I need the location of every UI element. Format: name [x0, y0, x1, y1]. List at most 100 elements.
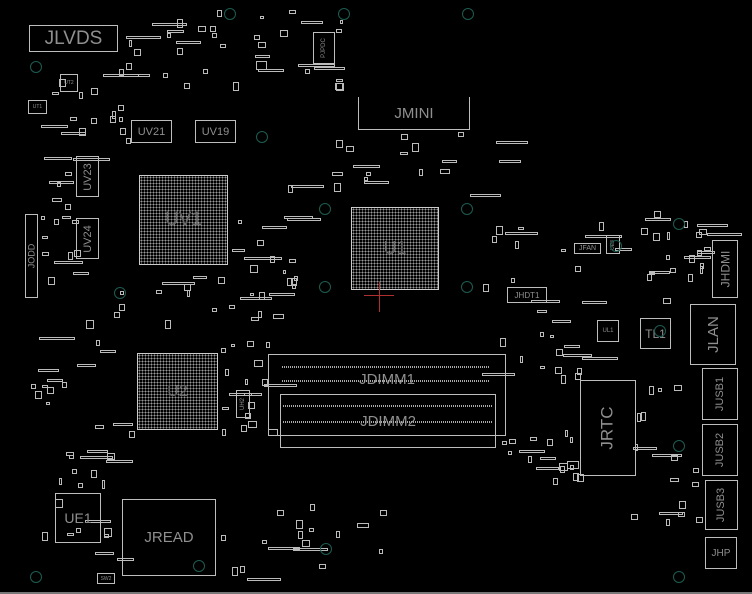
smd-pad — [41, 215, 46, 220]
smd-pad — [155, 289, 163, 294]
component-u1[interactable]: U1 — [351, 207, 439, 290]
smd-pad — [91, 117, 97, 124]
component-ue1[interactable]: UE1 — [55, 493, 101, 543]
component-jusb3[interactable]: JUSB3 — [705, 480, 738, 530]
smd-pad — [314, 67, 346, 71]
component-jhp[interactable]: JHP — [705, 537, 737, 569]
smd-pad — [439, 168, 451, 174]
smd-pad — [119, 127, 126, 135]
smd-pad — [245, 412, 252, 420]
component-ul1[interactable]: UL1 — [597, 320, 619, 342]
smd-pad — [469, 194, 502, 198]
smd-pad — [666, 232, 671, 241]
smd-pad — [561, 374, 567, 384]
component-u2[interactable]: U2 — [137, 353, 218, 430]
component-ut2[interactable]: UT2 — [60, 74, 78, 92]
mounting-hole — [193, 560, 205, 572]
smd-pad — [112, 110, 116, 120]
component-jlan[interactable]: JLAN — [690, 304, 736, 365]
smd-pad — [186, 290, 191, 297]
smd-pad — [38, 368, 59, 372]
component-pjpdc[interactable]: PJPDC — [313, 32, 335, 64]
smd-pad — [555, 367, 563, 375]
component-jusb1[interactable]: JUSB1 — [702, 368, 738, 420]
smd-pad — [240, 424, 247, 432]
smd-pad — [266, 342, 270, 349]
smd-pad — [42, 251, 50, 256]
component-uv21[interactable]: UV21 — [131, 120, 172, 143]
smd-pad — [302, 539, 311, 547]
component-jdimm1[interactable]: JDIMM1 — [268, 354, 506, 436]
smd-pad — [517, 226, 524, 231]
component-jmini[interactable]: JMINI — [358, 97, 470, 130]
smd-pad — [86, 320, 94, 329]
component-uv1[interactable]: UV1 — [139, 175, 228, 265]
smd-pad — [304, 68, 311, 74]
component-jread[interactable]: JREAD — [122, 499, 216, 576]
smd-pad — [247, 578, 282, 582]
smd-pad — [529, 437, 537, 442]
smd-pad — [76, 364, 97, 368]
smd-pad — [539, 365, 546, 369]
jdimm1-pin-row — [282, 380, 490, 382]
component-jhdt1[interactable]: JHDT1 — [507, 287, 547, 303]
component-jodd[interactable]: JODD — [25, 214, 38, 298]
smd-pad — [68, 455, 74, 460]
component-uh2[interactable]: UH2 — [236, 390, 250, 418]
smd-pad — [105, 460, 133, 464]
smd-pad — [630, 514, 638, 521]
smd-pad — [253, 360, 263, 367]
smd-pad — [511, 278, 516, 284]
component-jhdmi[interactable]: JHDMI — [712, 240, 738, 298]
smd-pad — [44, 157, 72, 161]
component-label: JRTC — [597, 406, 617, 450]
component-jusb2[interactable]: JUSB2 — [702, 424, 738, 476]
smd-pad — [633, 446, 658, 450]
component-jfan[interactable]: JFAN — [574, 243, 601, 254]
smd-pad — [418, 169, 423, 177]
smd-pad — [277, 509, 284, 516]
smd-pad — [209, 25, 217, 33]
component-uv24[interactable]: UV24 — [76, 218, 99, 259]
smd-pad — [707, 232, 743, 236]
smd-pad — [357, 522, 369, 529]
component-label: JDIMM1 — [359, 371, 415, 388]
smd-pad — [239, 565, 246, 574]
smd-pad — [569, 436, 574, 444]
smd-pad — [258, 311, 262, 318]
smd-pad — [103, 533, 109, 539]
smd-pad — [697, 224, 729, 228]
smd-pad — [48, 276, 55, 285]
component-ut1[interactable]: UT1 — [28, 100, 47, 114]
smd-pad — [197, 26, 206, 32]
component-sw2[interactable]: SW2 — [97, 573, 115, 584]
smd-pad — [574, 373, 581, 380]
smd-pad — [575, 266, 581, 273]
smd-pad — [561, 248, 566, 253]
smd-pad — [60, 131, 87, 135]
smd-pad — [564, 430, 569, 438]
cursor-crosshair-v — [379, 282, 380, 312]
smd-pad — [193, 275, 208, 279]
smd-pad — [220, 534, 226, 542]
smd-pad — [202, 69, 209, 75]
smd-pad — [298, 530, 304, 540]
smd-pad — [52, 198, 63, 202]
smd-pad — [495, 226, 503, 236]
smd-pad — [335, 78, 344, 83]
smd-pad — [244, 257, 283, 261]
component-uv23[interactable]: UV23 — [76, 156, 99, 197]
smd-pad — [703, 247, 711, 252]
component-uv19[interactable]: UV19 — [195, 120, 236, 143]
component-label: JUSB2 — [714, 432, 726, 468]
smd-pad — [644, 217, 672, 221]
smd-pad — [216, 9, 223, 18]
component-jlvds[interactable]: JLVDS — [29, 25, 118, 52]
smd-pad — [280, 29, 289, 38]
component-jrtc[interactable]: JRTC — [580, 380, 636, 476]
smd-pad — [581, 357, 619, 361]
smd-pad — [442, 160, 458, 164]
smd-pad — [400, 134, 408, 140]
smd-pad — [491, 235, 497, 243]
